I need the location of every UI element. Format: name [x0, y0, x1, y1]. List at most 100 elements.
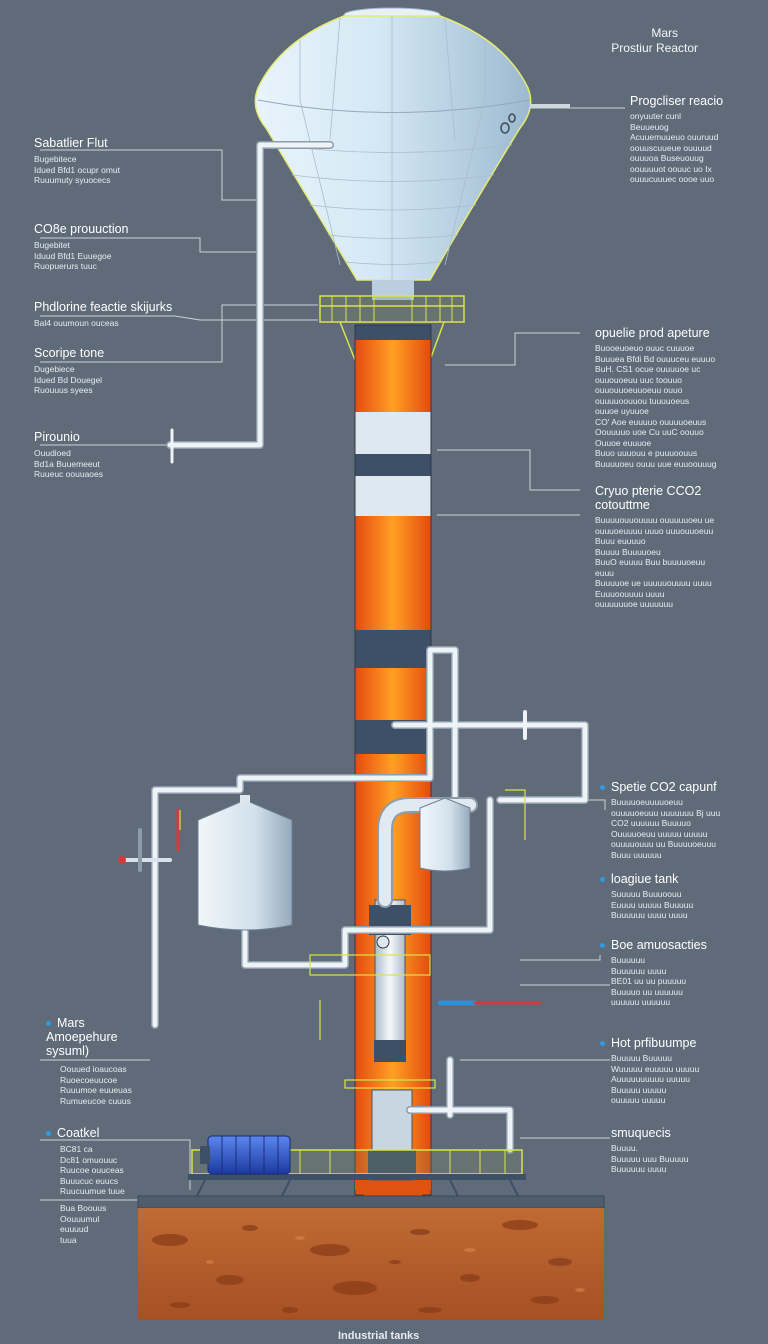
right-label-3-line-1: Buuuuouuouuuu ouuuuuoeu ue: [595, 515, 715, 525]
right-label-6: Boe amuosacties Buuuuuu Buuuuuu uuuu BE0…: [600, 938, 707, 1008]
bullet-dot-icon: [46, 1021, 51, 1027]
right-label-6-line-5: uuuuuu uuuuuu: [611, 997, 671, 1007]
title-line-1: Mars: [651, 26, 678, 40]
right-label-2-line-7: ouuoe uyuuoe: [595, 406, 649, 416]
right-label-7-head: Hot prfibuumpe: [600, 1036, 699, 1050]
left-label-2-line-2: Iduud Bfd1 Euuegoe: [34, 250, 112, 261]
mars-ground: [137, 1195, 605, 1320]
right-label-2-line-3: BuH. CS1 ocue ouuuuoe uc: [595, 364, 701, 374]
left-label-4: Scoripe tone Dugebiece Idued Bd Douegel …: [34, 346, 104, 396]
left-label-6-head-text: Mars Amoepehure sysuml): [46, 1016, 118, 1058]
right-label-7-line-4: Buuuuu uuuuu: [611, 1084, 667, 1095]
right-label-5-line-3: Buuuuuu uuuu uuuu: [611, 910, 688, 920]
left-label-3: Phdlorine feactie skijurks Bal4 ouumoun …: [34, 300, 172, 329]
right-label-5-line-2: Euuuu uuuuu Buuuuu: [611, 899, 694, 910]
bullet-dot-icon: [600, 877, 605, 883]
right-label-1-line-3: Acuuemuueuo ouuruud: [630, 132, 719, 142]
left-label-6-head: Mars Amoepehure sysuml): [46, 1016, 146, 1058]
right-label-2-line-1: Buooeuoeuo ouuc cuuuoe: [595, 343, 695, 353]
right-label-5-head-text: loagiue tank: [611, 872, 679, 886]
right-label-6-line-1: Buuuuuu: [611, 955, 646, 965]
left-label-1-line-1: Bugebitece: [34, 154, 77, 164]
right-label-6-head: Boe amuosacties: [600, 938, 707, 952]
reactor-column: [354, 324, 432, 1203]
left-label-7-line-5: Ruucuumue tuue: [60, 1186, 125, 1196]
right-label-2-line-6: ouuuuoouuou tuuuuoeus: [595, 395, 690, 406]
right-label-4-line-3: CO2 uuuuuu Buuuuo: [611, 818, 691, 828]
left-label-5-line-1: Ouudioed: [34, 448, 71, 458]
top-platform: [319, 295, 465, 361]
right-label-1-line-2: Beuueuog: [630, 121, 669, 132]
right-label-4-head: Spetie CO2 capunf: [600, 780, 720, 794]
right-label-2-line-11: Buuo uuuouu e puuuoouus: [595, 448, 698, 458]
left-label-8-line-3: euuuud: [60, 1224, 89, 1234]
left-label-1-line-3: Ruuumuty syuocecs: [34, 175, 111, 185]
left-label-6: Mars Amoepehure sysuml) Oouued ioaucoas …: [46, 1016, 146, 1106]
right-label-6-line-3: BE01 uu uu puuuuu: [611, 976, 687, 986]
right-label-6-line-4: Buuuuo uu uuuuuu: [611, 986, 683, 997]
right-label-7-line-3: Auuuuuuuuuu uuuuu: [611, 1074, 690, 1084]
right-label-2-line-12: Buuuuoeu ouuu uue euuoouuug: [595, 458, 717, 469]
left-label-3-head: Phdlorine feactie skijurks: [34, 300, 173, 314]
right-label-1-line-7: ouuucuuuec oooe uuo: [630, 174, 715, 184]
right-label-4-head-text: Spetie CO2 capunf: [611, 780, 717, 794]
right-label-3-line-3: Buuu euuuuo: [595, 536, 646, 546]
right-label-3-line-9: ouuuuuuoe uuuuuuu: [595, 599, 673, 609]
bullet-dot-icon: [600, 943, 605, 949]
right-label-2-line-9: Oouuuuo uoe Cu uuC oouuo: [595, 427, 704, 437]
right-label-7-head-text: Hot prfibuumpe: [611, 1036, 697, 1050]
left-label-2-head: CO8e prouuction: [34, 222, 129, 236]
right-label-2-line-10: Ouuoe euuuoe: [595, 437, 652, 448]
right-label-1-line-4: oouuscuueue ouuuud: [630, 142, 712, 153]
right-label-4-line-4: Ouuuuoeuu uuuuu uuuuu: [611, 828, 708, 839]
right-label-8-line-3: Buuuuuu uuuu: [611, 1164, 667, 1174]
right-label-8: smuquecis Buuuu. Buuuuu uuu Buuuuu Buuuu…: [611, 1126, 689, 1175]
right-label-8-line-2: Buuuuu uuu Buuuuu: [611, 1153, 689, 1164]
left-label-5-line-3: Ruueuc oouuaoes: [34, 469, 104, 479]
left-label-7: Coatkel BC81 ca Dc81 omuouuc Ruucoe ouuc…: [46, 1126, 125, 1197]
right-label-7-line-5: ouuuuu uuuuu: [611, 1095, 666, 1105]
left-label-7-line-3: Ruucoe ouuceas: [60, 1165, 124, 1175]
left-label-7-head: Coatkel: [46, 1126, 125, 1140]
left-label-7-line-2: Dc81 omuouuc: [60, 1154, 118, 1165]
bullet-dot-icon: [600, 785, 605, 791]
left-label-7-line-1: BC81 ca: [60, 1144, 93, 1154]
left-label-8-line-2: Oouuumul: [60, 1213, 100, 1224]
right-label-2: opuelie prod apeture Buooeuoeuo ouuc cuu…: [595, 326, 716, 469]
left-label-6-line-3: Ruuumoe euueuas: [60, 1085, 132, 1095]
left-label-1-line-2: Idued Bfd1 ocupr omut: [34, 164, 121, 175]
right-label-3-line-7: Buuuuoe ue uuuuuouuuu uuuu: [595, 578, 712, 588]
bullet-dot-icon: [46, 1131, 51, 1137]
right-label-1-line-1: onyuuter cunl: [630, 111, 682, 121]
left-label-8-line-4: tuua: [60, 1234, 77, 1245]
bullet-dot-icon: [600, 1041, 605, 1047]
right-label-3-line-2: ouuuoeuuuu uuuo uuuouuoeuu: [595, 525, 714, 536]
right-label-2-line-8: CO' Aoe euuuuo ouuuuoeuus: [595, 416, 707, 427]
right-label-8-line-1: Buuuu.: [611, 1143, 638, 1153]
left-label-1-head: Sabatlier Flut: [34, 136, 108, 150]
right-label-2-line-5: ouuouuoeuuoeuu ouuo: [595, 385, 683, 395]
right-label-2-line-4: ouuouoeuu uuc toouuo: [595, 374, 682, 385]
left-label-8: Bua Boouus Oouuumul euuuud tuua: [60, 1203, 106, 1245]
left-label-2-line-3: Ruopuerurs tuuc: [34, 261, 97, 271]
right-label-5-line-1: Suuuuu Buuuoouu: [611, 889, 682, 899]
left-label-4-line-2: Idued Bd Douegel: [34, 374, 103, 385]
right-label-3-line-5: BuuO euuuu Buu buuuuoeuu: [595, 557, 706, 567]
left-label-7-head-text: Coatkel: [57, 1126, 100, 1140]
left-label-4-line-1: Dugebiece: [34, 364, 75, 374]
right-label-3-line-4: Buuuu Buuuuoeu: [595, 546, 661, 557]
right-label-7-line-2: Wuuuuu euuuuu uuuuu: [611, 1063, 700, 1074]
storage-vessel-right: [419, 797, 471, 872]
left-label-6-line-2: Ruoecoeuucoe: [60, 1074, 118, 1085]
left-label-6-line-1: Oouued ioaucoas: [60, 1064, 127, 1074]
right-label-5: loagiue tank Suuuuu Buuuoouu Euuuu uuuuu…: [600, 872, 693, 921]
right-label-1-head: Progcliser reacio: [630, 94, 724, 108]
right-label-3-line-8: Euuuoouuuu uuuu: [595, 588, 665, 599]
instrument-rails: [179, 789, 526, 1089]
leader-lines-right: [437, 107, 625, 1139]
left-label-4-head: Scoripe tone: [34, 346, 105, 360]
pump-icon: [200, 1135, 291, 1175]
right-label-6-head-text: Boe amuosacties: [611, 938, 707, 952]
